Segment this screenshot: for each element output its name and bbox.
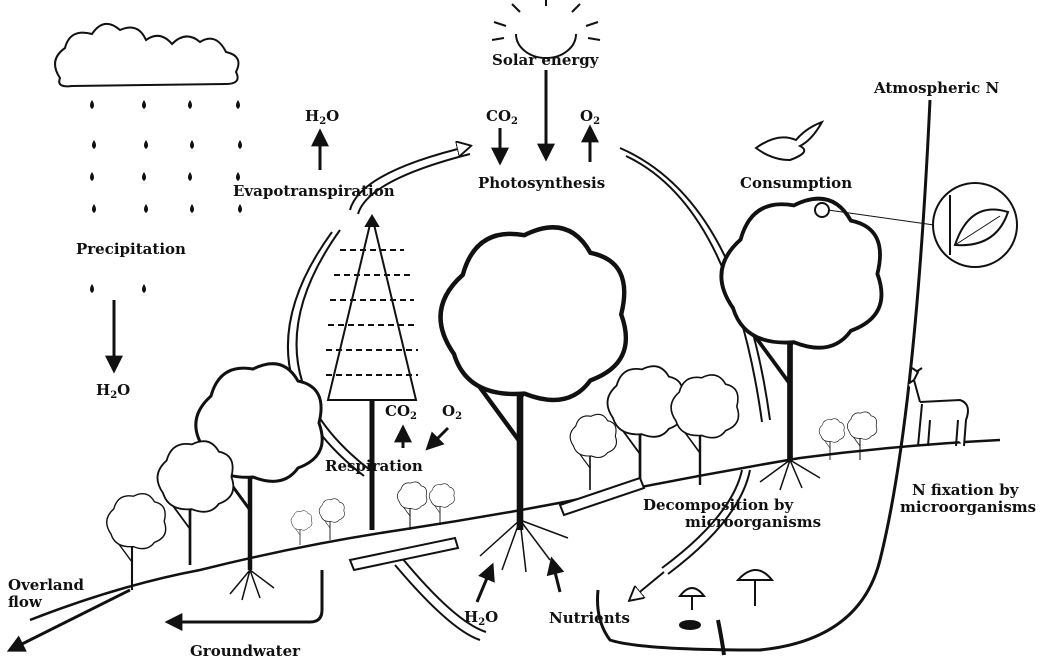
raindrop (144, 204, 148, 213)
label-respiration: Respiration (325, 457, 423, 475)
label-nutrients: Nutrients (549, 609, 630, 627)
label-overland-flow: Overland flow (8, 576, 85, 612)
groundwater-arrow (164, 570, 324, 631)
bird-icon (754, 120, 825, 162)
leaf-inset (814, 182, 1018, 268)
deer-icon (907, 367, 969, 447)
raindrop (142, 284, 146, 293)
raindrop (142, 100, 146, 109)
raindrop (92, 140, 96, 149)
ground-line (29, 438, 1001, 622)
label-solar-energy: Solar energy (492, 51, 599, 69)
raindrop (144, 140, 148, 149)
soil-organisms (677, 569, 775, 656)
raindrop (236, 100, 240, 109)
label-consumption: Consumption (740, 174, 853, 192)
raindrop (90, 172, 94, 181)
raindrop (190, 140, 194, 149)
sun-icon (491, 0, 601, 59)
label-h2o-soil: H2O (464, 608, 499, 628)
flow-arrows (105, 70, 850, 603)
nutrient-cycle-paths (286, 146, 771, 641)
raindrop (190, 204, 194, 213)
label-decomposition: Decomposition by microorganisms (643, 496, 822, 532)
cloud-icon (54, 23, 240, 88)
conifer-tree (326, 214, 418, 530)
fallen-logs (348, 476, 646, 572)
roots (229, 459, 821, 601)
overland-flow-arrow (6, 588, 131, 652)
label-o2-resp: O2 (442, 402, 463, 422)
nitrogen-boundary (596, 99, 932, 652)
raindrop (90, 100, 94, 109)
raindrop (90, 284, 94, 293)
raindrop (142, 172, 146, 181)
label-precipitation: Precipitation (76, 240, 186, 258)
label-co2-top: CO2 (486, 107, 518, 127)
label-n-fixation: N fixation by microorganisms (900, 481, 1037, 517)
raindrop (238, 140, 242, 149)
label-o2-top: O2 (580, 107, 601, 127)
label-atmospheric-n: Atmospheric N (874, 79, 1000, 97)
label-h2o-evap: H2O (305, 107, 340, 127)
raindrop (92, 204, 96, 213)
raindrop (188, 172, 192, 181)
label-h2o-rain: H2O (96, 381, 131, 401)
raindrop (236, 172, 240, 181)
label-groundwater: Groundwater (190, 642, 301, 660)
raindrop (188, 100, 192, 109)
label-co2-resp: CO2 (385, 402, 417, 422)
label-evapotranspiration: Evapotranspiration (233, 182, 395, 200)
raindrop (238, 204, 242, 213)
label-photosynthesis: Photosynthesis (478, 174, 606, 192)
raindrops (90, 100, 242, 293)
